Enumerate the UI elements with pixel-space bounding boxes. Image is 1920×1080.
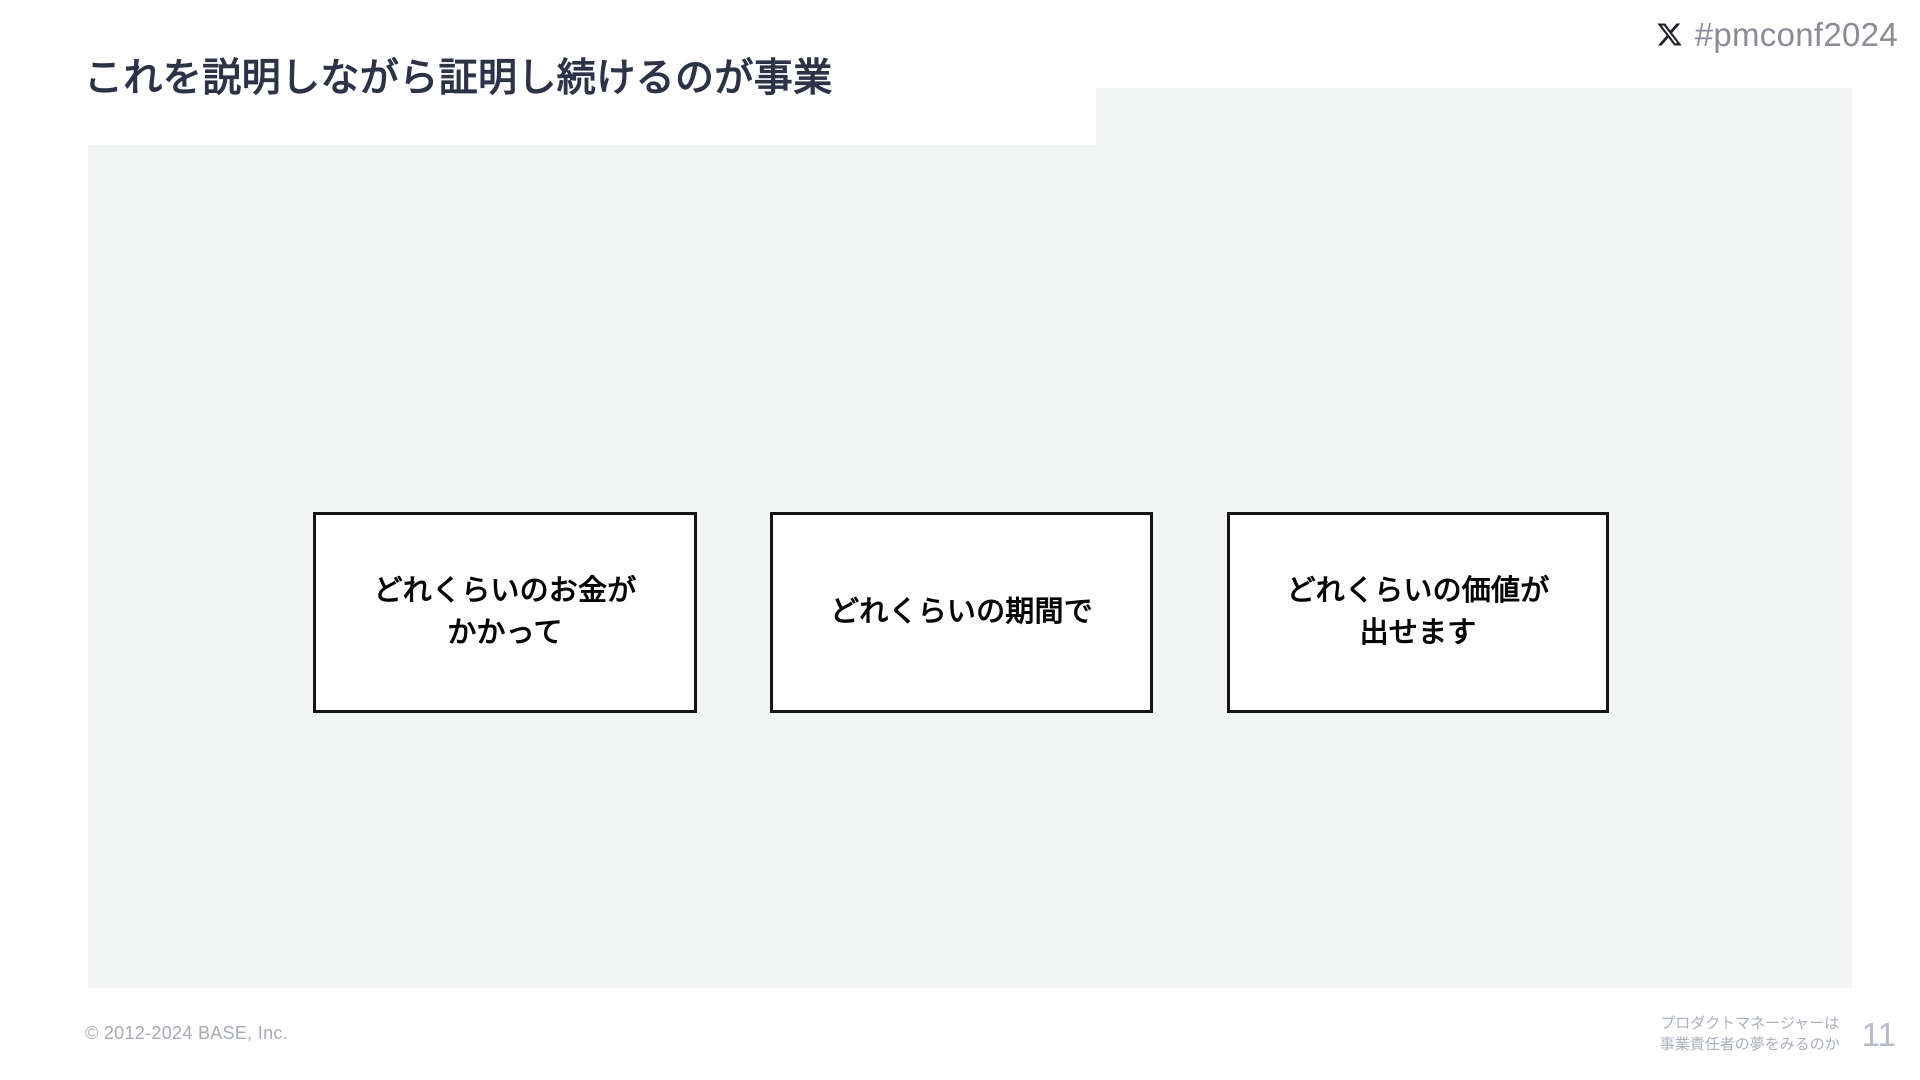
fact-box-value: どれくらいの価値が 出せます xyxy=(1227,512,1609,713)
fact-box-label: どれくらいのお金が かかって xyxy=(373,575,637,649)
fact-box-label: どれくらいの期間で xyxy=(830,595,1093,628)
footer-deck-title: プロダクトマネージャーは 事業責任者の夢をみるのか xyxy=(1659,1014,1840,1054)
footer-right-group: プロダクトマネージャーは 事業責任者の夢をみるのか 11 xyxy=(1660,1013,1896,1057)
fact-box-cost: どれくらいのお金が かかって xyxy=(313,512,697,713)
x-twitter-icon xyxy=(1656,21,1683,48)
footer-copyright: © 2012-2024 BASE, Inc. xyxy=(85,1023,288,1043)
hashtag-group: #pmconf2024 xyxy=(1656,18,1898,51)
hashtag-label: #pmconf2024 xyxy=(1694,16,1898,53)
page-title: これを説明しながら証明し続けるのが事業 xyxy=(84,57,833,100)
fact-box-duration: どれくらいの期間で xyxy=(770,512,1153,713)
fact-box-label: どれくらいの価値が 出せます xyxy=(1286,575,1550,649)
page-number: 11 xyxy=(1861,1015,1896,1053)
title-band xyxy=(0,0,1096,145)
